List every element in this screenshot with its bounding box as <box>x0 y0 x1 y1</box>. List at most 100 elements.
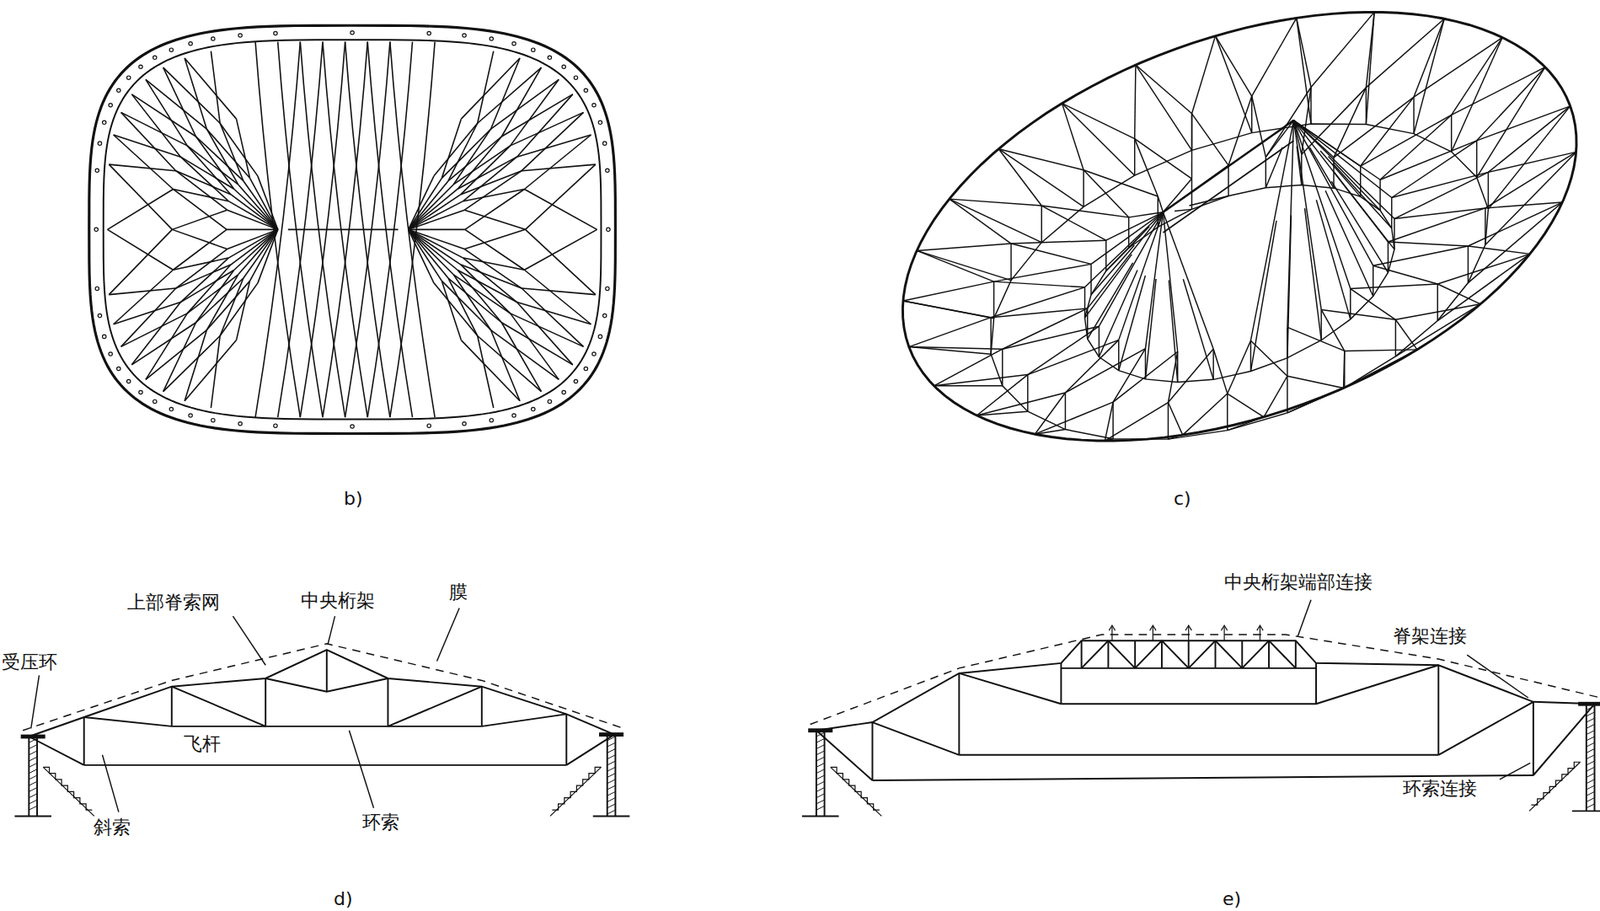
hoop-cable <box>84 764 568 766</box>
structure-line <box>113 134 182 157</box>
structure-line <box>1250 120 1294 341</box>
structure-line <box>1296 17 1312 124</box>
structure-line <box>1586 791 1595 796</box>
structure-line <box>1106 212 1164 241</box>
anchor-dot <box>169 48 173 52</box>
diagonal-cable <box>84 717 172 727</box>
anchor-dot <box>238 422 242 426</box>
structure-line <box>816 781 825 786</box>
structure-line <box>501 322 573 365</box>
structure-line <box>1087 212 1164 309</box>
anchor-dot <box>512 413 516 418</box>
structure-line <box>1373 246 1469 266</box>
structure-line <box>1090 263 1092 295</box>
lift-arrow <box>1185 625 1192 631</box>
structure-line <box>1325 190 1374 296</box>
structure-line <box>171 209 227 230</box>
structure-line <box>1011 243 1092 264</box>
central-truss <box>1241 640 1269 669</box>
structure-line <box>816 799 825 804</box>
structure-line <box>28 787 38 792</box>
structure-line <box>990 123 1488 439</box>
structure-line <box>1586 742 1595 747</box>
structure-line <box>1083 170 1130 218</box>
structure-line <box>28 750 38 755</box>
structure-line <box>227 229 279 249</box>
structure-line <box>465 188 525 230</box>
structure-line <box>607 791 616 796</box>
structure-line <box>1265 87 1312 158</box>
structure-line <box>1476 140 1477 178</box>
outer-ring <box>89 25 616 434</box>
structure-line <box>1113 348 1146 403</box>
structure-line <box>1586 754 1595 760</box>
structure-line <box>408 184 455 230</box>
structure-line <box>1118 339 1119 370</box>
stand <box>830 766 883 816</box>
structure-line <box>1343 350 1345 388</box>
structure-line <box>510 313 560 380</box>
ridge-cable <box>28 649 615 737</box>
structure-line <box>113 269 174 324</box>
structure-line <box>934 374 1028 386</box>
structure-line <box>1265 147 1283 188</box>
anchor-dot <box>547 55 552 59</box>
diagonal-cable <box>872 722 959 755</box>
structure-line <box>1041 205 1129 218</box>
structure-line <box>1002 308 1088 349</box>
structure-line <box>448 123 478 181</box>
structure-line <box>180 156 229 201</box>
strut <box>386 678 389 727</box>
structure-line <box>28 799 38 804</box>
anchor-dot <box>102 334 107 338</box>
structure-line <box>994 281 1086 288</box>
structure-line <box>1437 253 1531 321</box>
anchor-dot <box>427 31 431 35</box>
structure-line <box>108 288 176 295</box>
structure-line <box>1487 151 1576 172</box>
central-truss <box>1268 640 1296 669</box>
structure-line <box>448 278 478 336</box>
structure-line <box>1467 246 1530 254</box>
structure-line <box>1162 120 1294 213</box>
structure-line <box>107 188 174 230</box>
structure-line <box>1316 199 1350 320</box>
hoop-cable <box>1060 702 1317 705</box>
structure-line <box>1112 401 1114 439</box>
strut <box>83 717 86 766</box>
anchor-dot <box>350 424 354 429</box>
strut <box>565 713 568 766</box>
perspective-view <box>902 11 1577 441</box>
column <box>824 730 826 817</box>
structure-line <box>1135 64 1193 114</box>
structure-line <box>145 330 207 380</box>
anchor-dot <box>94 227 98 231</box>
structure-line <box>1168 279 1178 382</box>
structure-line <box>1586 736 1595 741</box>
ground <box>14 814 52 817</box>
structure-line <box>184 340 236 402</box>
structure-line <box>113 134 174 189</box>
structure-line <box>934 348 1003 386</box>
structure-line <box>501 67 541 137</box>
structure-line <box>1293 120 1350 289</box>
structure-line <box>816 738 825 743</box>
structure-line <box>1082 170 1084 208</box>
structure-line <box>1134 139 1135 177</box>
structure-line <box>460 145 511 195</box>
structure-line <box>816 775 825 780</box>
structure-line <box>28 775 38 780</box>
structure-line <box>1213 348 1228 394</box>
strut <box>871 722 873 781</box>
anchor-dot <box>273 31 278 35</box>
structure-line <box>131 322 196 365</box>
structure-line <box>180 257 229 302</box>
structure-line <box>1135 64 1193 150</box>
structure-line <box>210 51 220 124</box>
structure-line <box>1041 205 1107 241</box>
structure-line <box>1091 245 1135 295</box>
structure-line <box>1252 17 1297 97</box>
section-d <box>14 643 630 817</box>
structure-line <box>464 229 525 249</box>
structure-line <box>1586 749 1595 754</box>
